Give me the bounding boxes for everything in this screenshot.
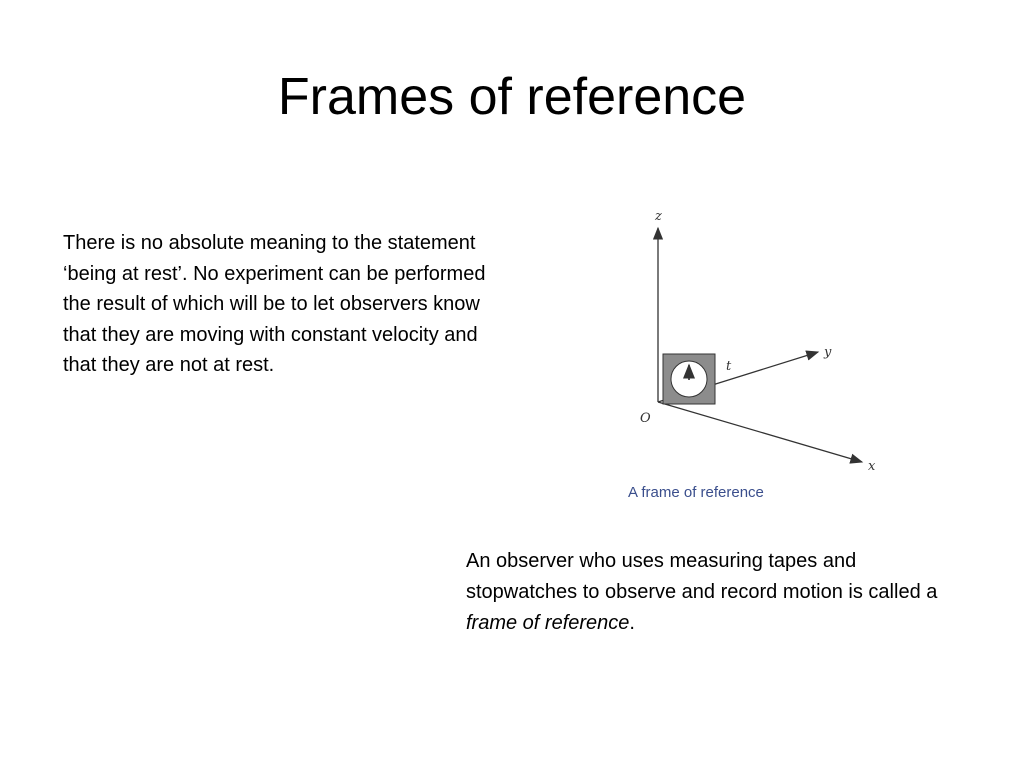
y-axis-label: y (823, 345, 832, 360)
definition-end: . (629, 612, 635, 634)
z-axis-label: z (654, 209, 662, 224)
frame-of-reference-figure: z y x O t A frame of reference (618, 204, 890, 514)
slide-title: Frames of reference (277, 68, 747, 126)
frame-definition-paragraph: An observer who uses measuring tapes and… (466, 546, 956, 639)
clock-time-label: t (726, 359, 732, 374)
rest-statement-paragraph: There is no absolute meaning to the stat… (63, 232, 486, 376)
definition-text: An observer who uses measuring tapes and… (466, 550, 938, 603)
figure-caption: A frame of reference (628, 484, 764, 501)
x-axis (657, 401, 864, 464)
definition-term: frame of reference (466, 612, 630, 634)
axes-diagram: z y x O t (640, 209, 876, 474)
x-axis-label: x (868, 459, 876, 474)
origin-label: O (640, 411, 651, 426)
